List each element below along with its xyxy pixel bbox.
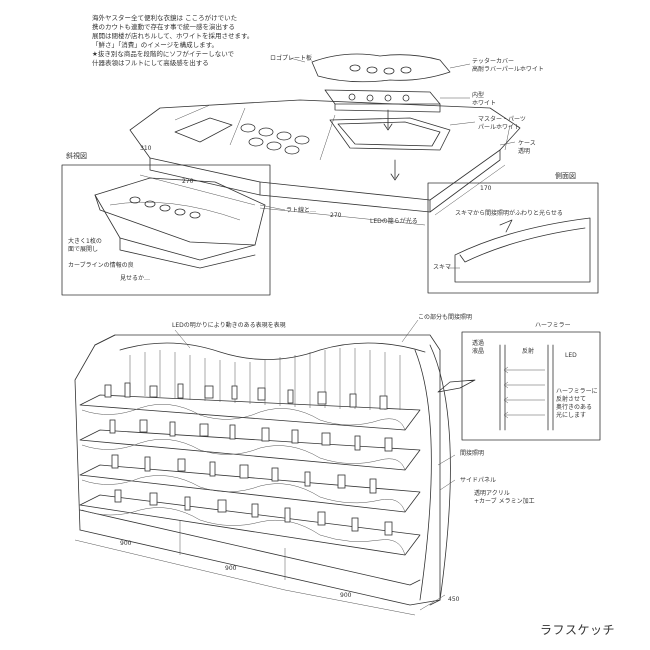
led-slot-label: LEDの籠らが光る [370, 218, 418, 225]
led-note: LEDの明かりにより動きのある表現を表現 [172, 322, 286, 329]
shelf-products [104, 382, 393, 536]
mirror-indirect-note: この部分も間接照明 [418, 314, 473, 321]
dimension-c: 310 [140, 145, 152, 152]
side-view-title: 側面図 [555, 172, 576, 180]
material-label: 透明アクリル +カーブ メラミン加工 [474, 490, 535, 505]
perspective-note-2: カーブラインの情報の良 [68, 262, 134, 269]
insert-panel-label: 内型 ホワイト [472, 92, 497, 107]
dimension-b: 270 [330, 212, 342, 219]
case-label: ケース 透明 [518, 140, 536, 155]
perspective-side-label: ラト線と… [286, 207, 317, 214]
mirror-led-label: LED [565, 352, 577, 359]
dimension-a: 270 [182, 178, 194, 185]
display-dimension-left: 900 [120, 540, 132, 547]
caption: ラフスケッチ [540, 623, 616, 637]
perspective-note-1: 大きく1枚の 面で展開し [68, 238, 102, 253]
display-shelf-sketch [74, 334, 451, 606]
display-dimension-depth: 450 [448, 596, 460, 603]
perspective-note-3: 見せるか… [120, 275, 151, 282]
side-view-gap-label: スキマ [433, 264, 452, 271]
display-dimension-right: 900 [340, 592, 352, 599]
perspective-view-frame [61, 164, 286, 296]
side-view-note: スキマから間接照明がふわりと光らせる [455, 210, 563, 217]
perspective-view-title: 斜視図 [66, 152, 87, 160]
logo-plate-label: ロゴプレート板 [270, 55, 313, 62]
mirror-detail-frame [437, 331, 601, 441]
mirror-board-label: 反射 [522, 348, 535, 355]
display-leaders [174, 319, 456, 491]
display-dimensions [74, 539, 446, 616]
center-cover-label: テッターカバー 高耐ラバーパールホワイト [472, 58, 544, 73]
mirror-glass-label: 透過 液晶 [472, 340, 485, 355]
top-concept-note: 海外ヤスター全て便利な衣鏡は こころがけでいた 携のカウトも連動で存在す事で統一… [92, 14, 254, 67]
display-dimension-middle: 900 [225, 565, 237, 572]
master-parts-label: マスター・パーツ パールホワイト [478, 116, 526, 131]
dimension-d: 170 [480, 185, 492, 192]
mirror-detail-title: ハーフミラー [535, 322, 571, 329]
side-light-label: 間接照明 [460, 450, 485, 457]
mirror-explain: ハーフミラーに 反射させて 奥行きのある 光にします [556, 388, 598, 419]
side-panel-label: サイドパネル [460, 477, 497, 484]
counter-unit-sketch [129, 53, 521, 226]
side-view-frame [427, 182, 599, 294]
